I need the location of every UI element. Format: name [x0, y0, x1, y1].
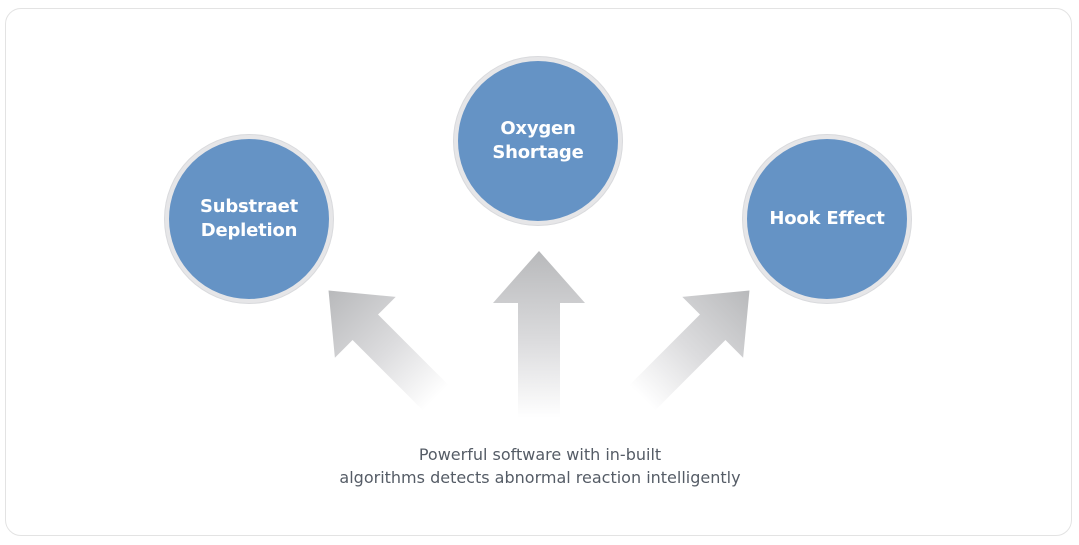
node-label-line: Depletion — [200, 220, 298, 241]
node-hook-effect: Hook Effect — [743, 135, 911, 303]
node-oxygen-shortage: Oxygen Shortage — [454, 57, 622, 225]
node-label-line: Substraet — [199, 196, 299, 217]
node-label: Substraet Depletion — [200, 195, 298, 243]
node-label: Hook Effect — [769, 207, 884, 231]
arrow-up-left-icon — [328, 290, 449, 411]
node-label-line: Shortage — [492, 142, 584, 163]
arrow-up-right-icon — [629, 290, 750, 411]
node-substrate-depletion: Substraet Depletion — [165, 135, 333, 303]
caption-line: algorithms detects abnormal reaction int… — [339, 468, 741, 487]
caption: Powerful software with in-built algorith… — [240, 443, 840, 489]
arrow-up-icon — [493, 251, 585, 418]
node-label-line: Hook Effect — [769, 208, 885, 229]
caption-line: Powerful software with in-built — [418, 445, 662, 464]
node-label: Oxygen Shortage — [492, 117, 583, 165]
node-label-line: Oxygen — [500, 118, 576, 139]
